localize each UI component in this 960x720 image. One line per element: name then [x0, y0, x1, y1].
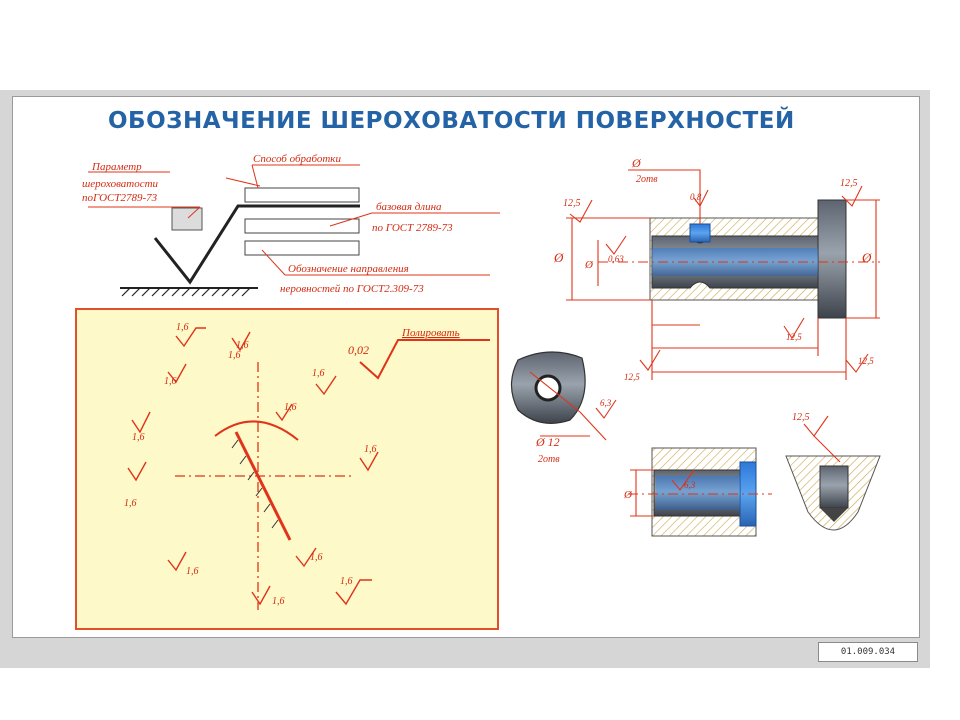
- arc-surface: [214, 420, 299, 441]
- nut-holes: 2отв: [538, 454, 560, 465]
- parameter-box: [171, 207, 203, 231]
- method-label: Способ обработки: [253, 153, 341, 165]
- cone-drawing: 12,5: [785, 412, 881, 531]
- ra-label-7: 1,6: [364, 444, 377, 455]
- shaft-holes-top: 2отв: [636, 174, 658, 185]
- roughness-sign-symbol: [153, 204, 360, 285]
- direction-box: [244, 240, 360, 256]
- ra-label-2: 1,6: [236, 340, 249, 351]
- ra-label-4: 1,6: [312, 368, 325, 379]
- shaft-ra-left: 12,5: [563, 198, 581, 209]
- nut-drawing: 6,3 Ø 12 2отв: [510, 351, 617, 465]
- shaft-drawing: Ø 2отв 12,5 12,5 0,8 0,63 Ø Ø Ø 12,5 12,…: [553, 156, 880, 382]
- method-box: [244, 187, 360, 203]
- examples-panel: [75, 308, 499, 630]
- shaft-ra-mid: 12,5: [786, 332, 802, 342]
- roughness-legend: Параметр шероховатости поГОСТ2789-73 Спо…: [82, 153, 500, 297]
- parameter-label-2: шероховатости: [82, 178, 159, 190]
- shaft-dia-top: Ø: [631, 156, 642, 170]
- base-length-label-1: базовая длина: [376, 201, 442, 213]
- shaft-ra-bottom-right: 12,5: [858, 356, 874, 366]
- shaft-dia-left: Ø: [553, 250, 564, 265]
- sleeve-ra: 6,3: [684, 480, 696, 490]
- poster-title: ОБОЗНАЧЕНИЕ ШЕРОХОВАТОСТИ ПОВЕРХНОСТЕЙ: [108, 108, 795, 134]
- nut-dia: Ø 12: [535, 435, 560, 449]
- cone-ra: 12,5: [792, 412, 810, 423]
- shaft-dia-right: Ø: [861, 250, 872, 265]
- ra-label-3: 1,6: [164, 376, 177, 387]
- nut-ra: 6,3: [600, 398, 612, 408]
- ra-label-5: 1,6: [132, 432, 145, 443]
- parameter-label-3: поГОСТ2789-73: [82, 192, 158, 204]
- ra-label-10: 1,6: [340, 576, 353, 587]
- ra-label-12: 1,6: [284, 402, 297, 413]
- polish-sign: [359, 339, 490, 380]
- inclined-surface: [234, 431, 292, 541]
- roughness-signs: [127, 327, 379, 606]
- direction-label-2: неровностей по ГОСТ2.309-73: [280, 283, 424, 295]
- ra-label-8: 1,6: [186, 566, 199, 577]
- shaft-ra-groove: 0,8: [690, 192, 702, 202]
- sheet-code: 01.009.034: [818, 642, 918, 662]
- polish-value: 0,02: [348, 343, 369, 357]
- polish-label: Полировать: [401, 327, 460, 339]
- shaft-ra-right: 12,5: [840, 178, 858, 189]
- ra-label-9: 1,6: [310, 552, 323, 563]
- examples-drawing: 0,02 Полировать 1,6 1,6 1,6 1,6 1,6 1,6 …: [124, 322, 490, 610]
- base-length-label-2: по ГОСТ 2789-73: [372, 222, 453, 234]
- ra-label-6: 1,6: [124, 498, 137, 509]
- shaft-ra-inner: 0,63: [608, 254, 624, 264]
- base-length-box: [244, 218, 360, 234]
- direction-label-1: Обозначение направления: [288, 263, 409, 275]
- shaft-ra-bottom-left: 12,5: [624, 372, 640, 382]
- ra-label-11: 1,6: [272, 596, 285, 607]
- sleeve-drawing: 6,3 Ø: [623, 447, 772, 537]
- ra-label-1: 1,6: [176, 322, 189, 333]
- ra-label-13: 1,6: [228, 350, 241, 361]
- shaft-dia-inner: Ø: [584, 259, 594, 271]
- parameter-label-1: Параметр: [91, 161, 142, 173]
- sleeve-dia: Ø: [623, 489, 633, 501]
